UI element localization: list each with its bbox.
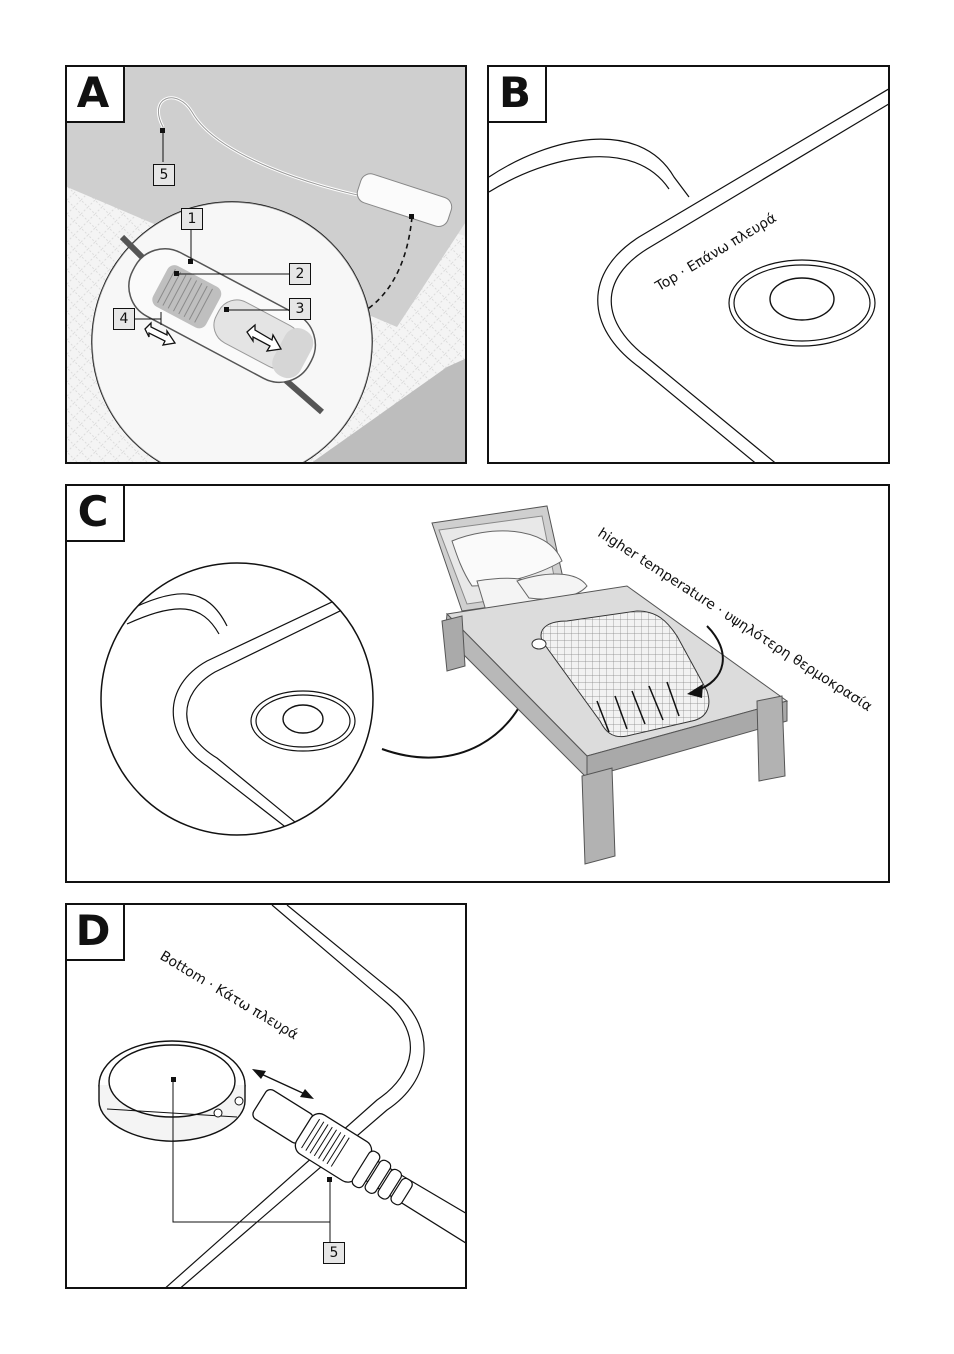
panel-b: B Top · Επάνω πλευρά bbox=[487, 65, 890, 464]
panel-d-letter-box: D bbox=[67, 905, 125, 961]
callout-1: 1 bbox=[181, 208, 203, 230]
pad-top-corner-illustration bbox=[489, 88, 888, 462]
callout-5-top: 5 bbox=[153, 164, 175, 186]
panel-b-letter-box: B bbox=[489, 67, 547, 123]
panel-a-letter-box: A bbox=[67, 67, 125, 123]
panel-b-letter: B bbox=[498, 68, 531, 117]
panel-a-letter: A bbox=[76, 68, 110, 117]
heating-pad-controller-illustration bbox=[67, 67, 465, 462]
pad-bottom-connector-illustration bbox=[98, 905, 465, 1287]
panel-c: C higher temperature · υψηλότερη θερμοκρ… bbox=[65, 484, 890, 883]
panel-d-letter: D bbox=[75, 906, 111, 955]
panel-d: D Bottom · Κάτω πλευρά 5 bbox=[65, 903, 467, 1289]
panel-c-letter: C bbox=[77, 487, 109, 536]
panel-c-letter-box: C bbox=[67, 486, 125, 542]
callout-3: 3 bbox=[289, 298, 311, 320]
panel-a: A 5 1 2 3 4 bbox=[65, 65, 467, 464]
callout-2: 2 bbox=[289, 263, 311, 285]
callout-5-bottom: 5 bbox=[323, 1242, 345, 1264]
pad-on-lounger-illustration bbox=[100, 505, 789, 865]
callout-4: 4 bbox=[113, 308, 135, 330]
